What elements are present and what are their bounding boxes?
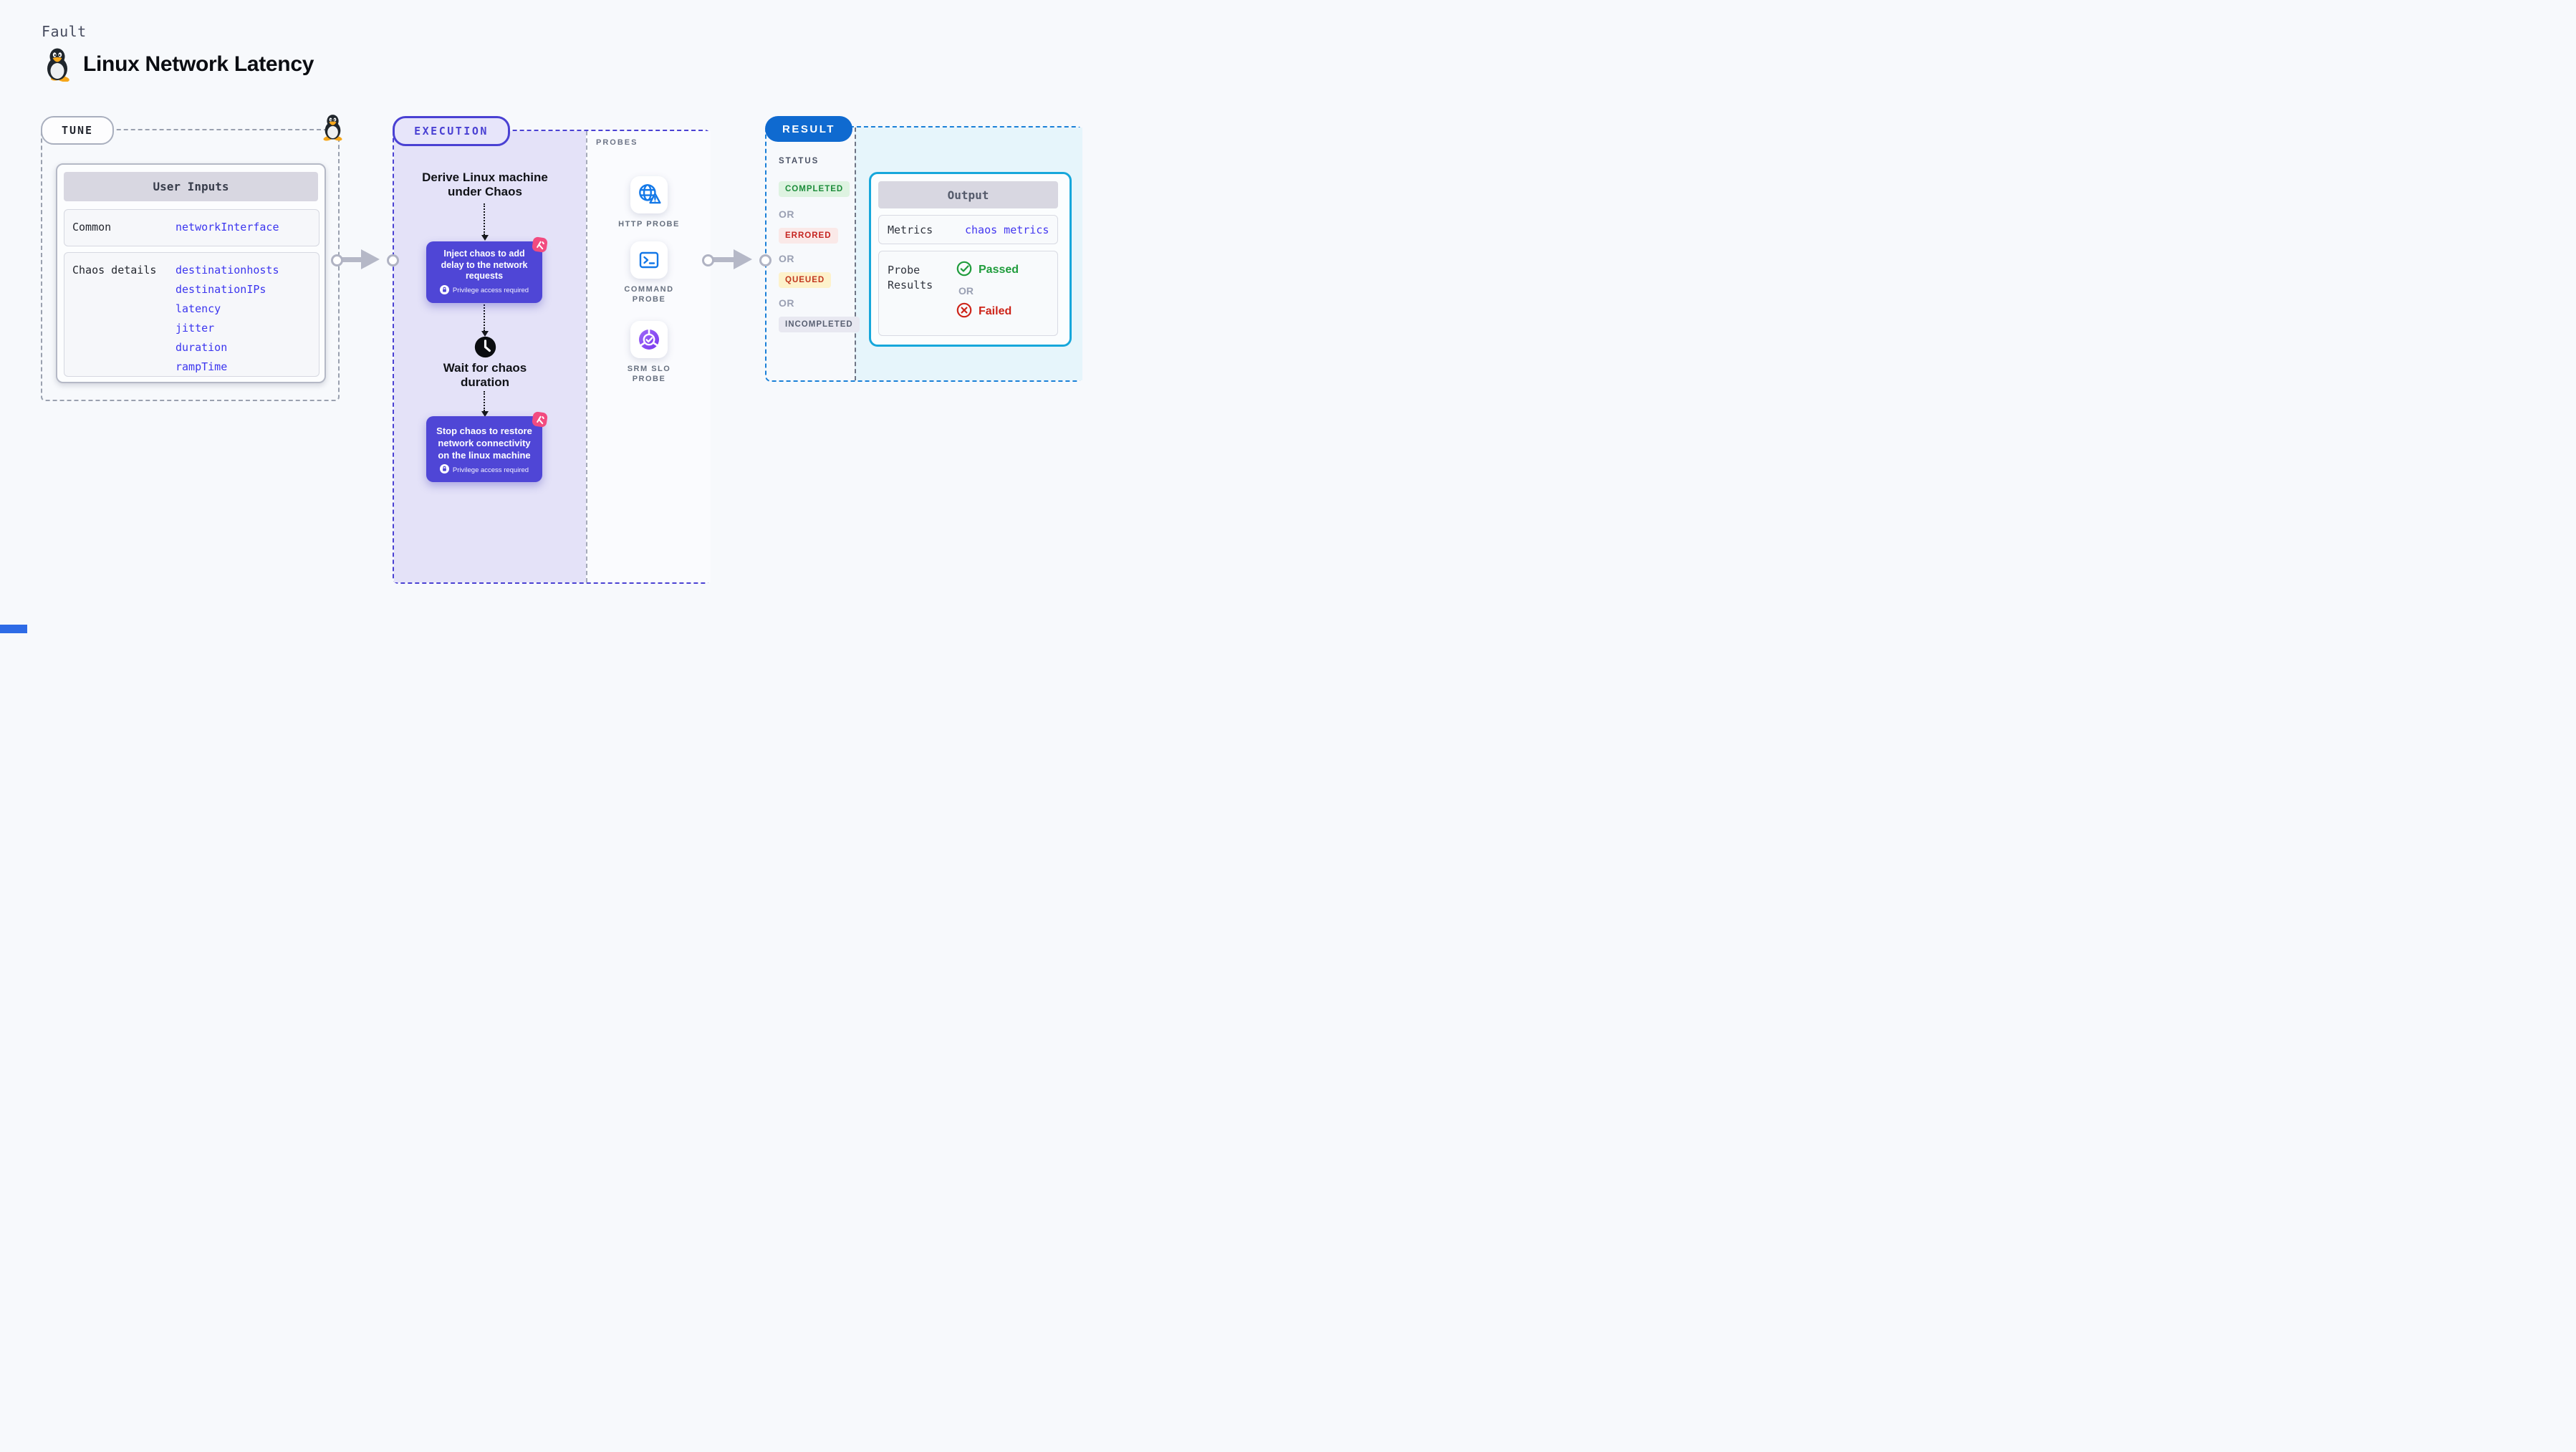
input-value: destinationIPs	[176, 283, 266, 296]
clock-icon	[474, 335, 497, 359]
result-pill: RESULT	[765, 116, 852, 142]
stop-chaos-card: Stop chaos to restore network connectivi…	[426, 411, 548, 482]
srm-slo-probe: SRM SLO PROBE	[587, 321, 711, 384]
globe-warning-icon	[630, 176, 668, 213]
privilege-note: Privilege access required	[426, 464, 542, 482]
slo-pie-check-icon	[630, 321, 668, 358]
inject-step-text: Inject chaos to add delay to the network…	[441, 249, 528, 281]
passed-item: Passed	[956, 261, 1019, 279]
flow-connector	[481, 203, 489, 241]
common-row: Common networkInterface	[64, 209, 319, 246]
privilege-text: Privilege access required	[452, 466, 529, 474]
or-text: OR	[958, 285, 974, 297]
terminal-icon	[630, 241, 668, 279]
user-inputs-card: User Inputs Common networkInterface Chao…	[56, 163, 326, 383]
or-text: OR	[779, 297, 794, 309]
probes-label: PROBES	[596, 138, 638, 147]
probe-results-label: Probe Results	[888, 264, 933, 292]
page-title: Linux Network Latency	[83, 52, 314, 76]
probe-label: HTTP PROBE	[618, 220, 680, 229]
check-circle-icon	[956, 261, 972, 279]
execution-to-result-arrow	[708, 249, 765, 269]
derive-step-text: Derive Linux machine under Chaos	[422, 170, 548, 198]
x-circle-icon	[956, 302, 972, 321]
status-label: STATUS	[779, 157, 820, 165]
status-badge-incompleted: INCOMPLETED	[779, 317, 860, 332]
connector-dot	[759, 254, 772, 266]
http-probe: HTTP PROBE	[587, 176, 711, 229]
input-value: rampTime	[176, 360, 228, 373]
flow-connector	[481, 391, 489, 417]
connector-dot	[702, 254, 714, 266]
tux-penguin-small-icon	[322, 112, 344, 142]
tune-pill: TUNE	[41, 116, 114, 145]
privilege-text: Privilege access required	[452, 287, 529, 294]
or-text: OR	[779, 253, 794, 264]
probes-area: PROBES HTTP PROBE	[586, 131, 711, 582]
tux-penguin-icon	[43, 47, 72, 82]
input-value: networkInterface	[176, 221, 279, 234]
flow-connector	[481, 297, 489, 337]
status-badge-errored: ERRORED	[779, 228, 838, 244]
input-value: destinationhosts	[176, 264, 279, 277]
privilege-note: Privilege access required	[426, 284, 542, 303]
common-label: Common	[72, 221, 112, 234]
execution-section: PROBES HTTP PROBE	[393, 130, 711, 584]
inject-chaos-card: Inject chaos to add delay to the network…	[426, 236, 548, 303]
lock-icon	[439, 464, 449, 476]
input-value: jitter	[176, 322, 215, 335]
probe-results-row: Probe Results Passed OR	[878, 251, 1058, 336]
fault-eyebrow: Fault	[42, 23, 87, 40]
lock-icon	[439, 284, 449, 297]
page-header: Linux Network Latency	[43, 47, 314, 82]
metrics-value: chaos metrics	[965, 223, 1049, 236]
stop-step-text: Stop chaos to restore network connectivi…	[436, 425, 532, 461]
failed-item: Failed	[956, 302, 1019, 321]
command-probe: COMMAND PROBE	[587, 241, 711, 304]
metrics-label: Metrics	[888, 223, 933, 236]
failed-text: Failed	[979, 305, 1012, 317]
litmus-chaos-icon	[529, 408, 550, 430]
status-badge-completed: COMPLETED	[779, 181, 850, 197]
passed-text: Passed	[979, 264, 1019, 276]
output-header: Output	[878, 181, 1058, 208]
connector-dot	[331, 254, 343, 266]
wait-step-text: Wait for chaos duration	[443, 361, 527, 389]
or-text: OR	[779, 208, 794, 220]
tune-to-execution-arrow	[337, 249, 394, 269]
input-value: duration	[176, 341, 228, 354]
user-inputs-header: User Inputs	[64, 172, 318, 201]
bottom-left-bar	[0, 625, 27, 633]
output-card: Output Metrics chaos metrics Probe Resul…	[869, 172, 1072, 347]
input-value: latency	[176, 302, 221, 315]
execution-pill: EXECUTION	[393, 116, 510, 146]
execution-flow-area	[394, 131, 586, 582]
probe-label: SRM SLO PROBE	[627, 365, 671, 383]
probe-label: COMMAND PROBE	[624, 285, 674, 304]
chaos-details-row: Chaos details destinationhosts destinati…	[64, 252, 319, 377]
status-badge-queued: QUEUED	[779, 272, 832, 288]
chaos-details-label: Chaos details	[72, 264, 157, 277]
metrics-row: Metrics chaos metrics	[878, 215, 1058, 244]
connector-dot	[387, 254, 399, 266]
litmus-chaos-icon	[529, 234, 550, 255]
